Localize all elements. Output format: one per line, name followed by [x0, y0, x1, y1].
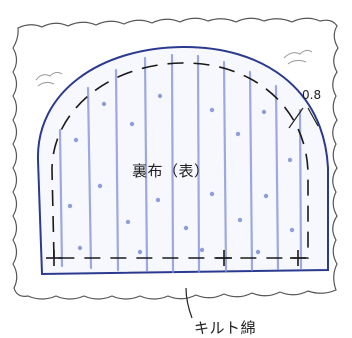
fabric-dots	[67, 93, 295, 255]
corner-marks	[46, 250, 306, 266]
lining-fabric-shape	[36, 45, 329, 276]
lining-fabric-label: 裏布（表）	[132, 162, 210, 180]
seam-allowance-label: 0.8	[302, 88, 322, 102]
batting-leader-line	[185, 287, 193, 319]
batting-texture	[35, 49, 313, 87]
seam-allowance-pointer	[288, 107, 319, 129]
sewing-line	[51, 62, 309, 259]
fabric-stripes	[58, 53, 303, 274]
quilt-batting-label: キルト綿	[194, 319, 257, 337]
